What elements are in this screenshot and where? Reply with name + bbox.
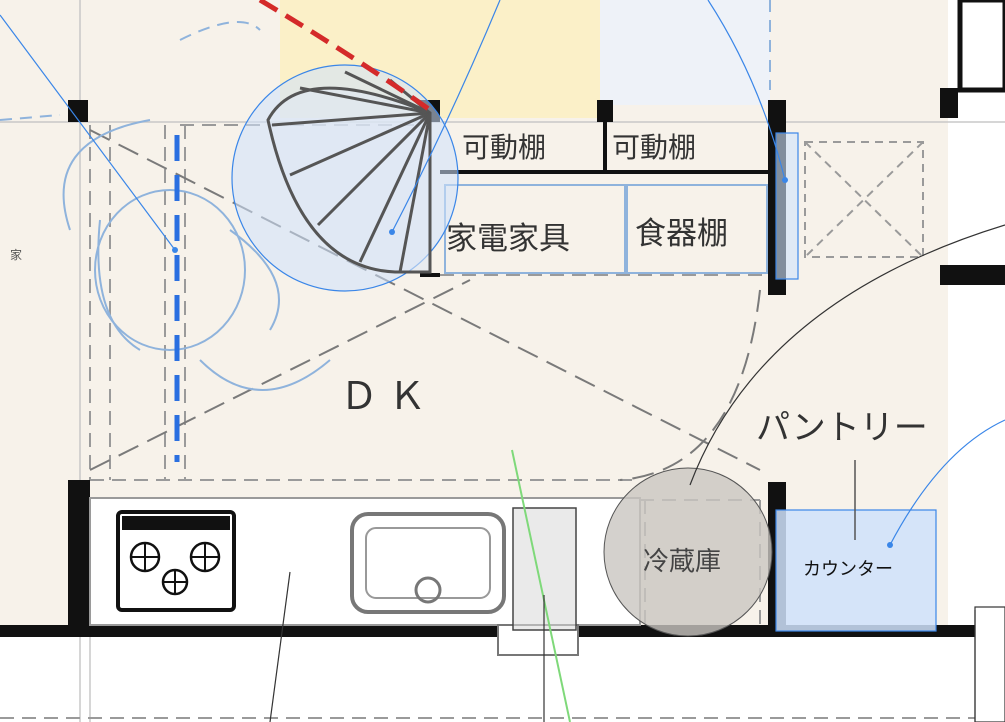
red-dashed-line — [258, 0, 432, 113]
black-callout-lines — [269, 224, 1005, 722]
dish-cabinet-label: 食器棚 — [635, 216, 728, 252]
movable-shelf-label-2: 可動棚 — [612, 131, 697, 164]
counter-highlight — [775, 509, 937, 632]
fridge-highlight-circle — [603, 467, 773, 637]
pantry-upper-box — [804, 141, 924, 258]
stove-icon — [116, 510, 236, 612]
callout-lines — [0, 0, 1005, 546]
refrigerator-label: 冷蔵庫 — [643, 547, 722, 577]
edge-label: 家 — [10, 248, 23, 262]
tall-cabinet-highlight — [775, 132, 799, 280]
sink-icon — [350, 512, 579, 656]
callout-markers — [172, 177, 893, 548]
right-room — [948, 0, 1005, 722]
shelf-lines — [420, 122, 770, 277]
room-dk-label: ＤＫ — [340, 374, 437, 418]
counter-label: カウンター — [803, 559, 893, 580]
right-bottom-box — [974, 606, 1005, 722]
pantry-label: パントリー — [756, 408, 928, 448]
sketch-curves — [0, 0, 771, 391]
upper-right-room — [600, 0, 770, 105]
movable-shelf-label-1: 可動棚 — [462, 131, 547, 164]
appliance-storage-label: 家電家具 — [446, 221, 570, 257]
green-guide-line — [511, 449, 571, 722]
